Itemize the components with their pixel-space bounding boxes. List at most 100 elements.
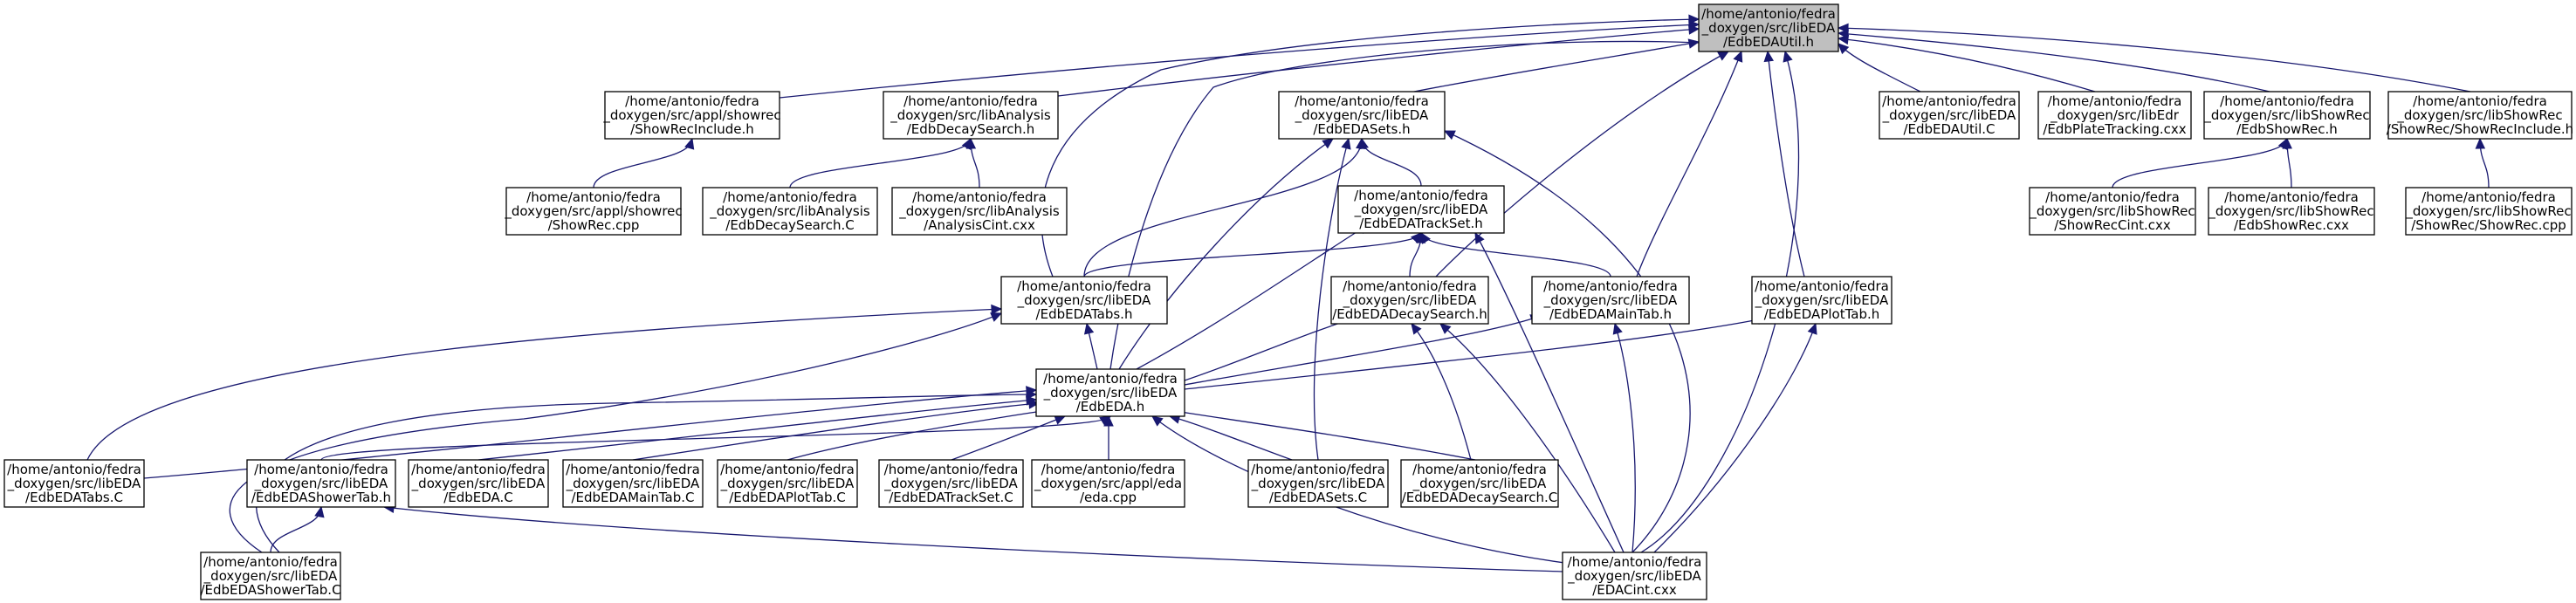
edge-line <box>1474 232 1625 553</box>
node-box <box>2208 187 2375 236</box>
edge-n4-to-n3 <box>789 137 972 188</box>
node-label-line: _doxygen/src/libEDA <box>1251 476 1385 492</box>
node-label-line: /home/antonio/fedra <box>884 462 1019 477</box>
node-label-line: /home/antonio/fedra <box>566 462 700 477</box>
edge-n21-to-n6 <box>1313 137 1351 461</box>
edge-n23-to-n7 <box>1474 231 1625 553</box>
edge-n17-to-n12 <box>632 399 1041 461</box>
edge-n21-to-n12 <box>1168 414 1293 461</box>
edge-arrowhead <box>1028 399 1041 409</box>
file-node[interactable]: /home/antonio/fedra_doxygen/src/libEDA/E… <box>1247 459 1389 508</box>
file-node[interactable]: /home/antonio/fedra_doxygen/src/libEDA/E… <box>562 459 704 508</box>
file-node[interactable]: /home/antonio/fedra_doxygen/src/libEDA/E… <box>1531 276 1690 325</box>
node-label-line: _doxygen/src/libEDA <box>1354 202 1488 218</box>
file-node[interactable]: /home/antonio/fedra_doxygen/src/libShowR… <box>2029 187 2196 236</box>
edge-arrowhead <box>1443 130 1456 140</box>
file-node[interactable]: /home/antonio/fedra_doxygen/src/libAnaly… <box>883 91 1059 140</box>
edge-line <box>1439 323 1616 553</box>
edge-n14-to-n12 <box>320 415 1112 461</box>
file-node[interactable]: /home/antonio/fedra_doxygen/src/libEDA/E… <box>1751 276 1893 325</box>
node-label-line: /home/antonio/fedra <box>723 189 857 205</box>
node-label-line: /ShowRec/ShowRec.cpp <box>2411 217 2566 233</box>
file-node[interactable]: /home/antonio/fedra_doxygen/src/appl/sho… <box>504 187 683 236</box>
node-label-line: _doxygen/src/libEDA <box>411 476 546 492</box>
file-node[interactable]: /home/antonio/fedra_doxygen/src/libEDA/E… <box>1562 552 1707 600</box>
file-node[interactable]: /home/antonio/fedra_doxygen/src/libEDA/E… <box>1400 459 1559 508</box>
file-node[interactable]: /home/antonio/fedra_doxygen/src/libShowR… <box>2203 91 2371 140</box>
node-label-line: _doxygen/src/libEDA <box>1882 107 2016 124</box>
edge-arrowhead <box>1103 415 1114 427</box>
file-node[interactable]: /home/antonio/fedra_doxygen/src/appl/sho… <box>602 91 781 140</box>
file-node[interactable]: /home/antonio/fedra_doxygen/src/libShowR… <box>2387 91 2573 140</box>
node-label-line: /home/antonio/fedra <box>1412 462 1547 477</box>
file-node[interactable]: /home/antonio/fedra_doxygen/src/libEDA/E… <box>1330 276 1489 325</box>
edge-line <box>1136 223 1370 370</box>
file-node[interactable]: /home/antonio/fedra_doxygen/src/libEDA/E… <box>1879 91 2020 140</box>
node-label-line: /home/antonio/fedra <box>1543 278 1678 294</box>
file-node[interactable]: /home/antonio/fedra_doxygen/src/libEDA/E… <box>1035 368 1185 417</box>
edge-line <box>593 138 693 188</box>
node-label-line: /EdbEDA.C <box>443 490 513 505</box>
edge-line <box>1057 28 1700 97</box>
edge-arrowhead <box>1474 231 1485 244</box>
file-node[interactable]: /home/antonio/fedra_doxygen/src/libEdr/E… <box>2037 91 2192 140</box>
edge-n28-to-n26 <box>2282 137 2292 188</box>
node-label-line: /AnalysisCint.cxx <box>924 217 1035 233</box>
node-label-line: /EdbEDATabs.h <box>1036 306 1133 322</box>
file-node[interactable]: /home/antonio/fedra_doxygen/src/libEDA/E… <box>717 459 858 508</box>
edge-n12-to-n8 <box>1083 322 1098 370</box>
node-box <box>408 459 549 508</box>
node-box <box>1698 3 1839 52</box>
node-box <box>883 91 1059 140</box>
node-label-line: /ShowRecInclude.h <box>630 121 754 137</box>
node-label-line: _doxygen/src/libEDA <box>1043 385 1178 401</box>
file-node[interactable]: /home/antonio/fedra_doxygen/src/appl/eda… <box>1031 459 1185 508</box>
node-box <box>200 552 341 600</box>
edge-arrowhead <box>965 137 977 149</box>
edge-layer <box>86 14 2490 572</box>
file-node[interactable]: /home/antonio/fedra_doxygen/src/libShowR… <box>2208 187 2375 236</box>
node-box <box>1000 276 1168 325</box>
node-label-line: /EdbDecaySearch.h <box>907 121 1034 137</box>
node-label-line: /home/antonio/fedra <box>2048 93 2182 109</box>
node-label-line: /home/antonio/fedra <box>1017 278 1151 294</box>
edge-n9-to-n0 <box>1435 51 1730 278</box>
node-label-line: /home/antonio/fedra <box>411 462 546 477</box>
node-label-line: _doxygen/src/libEDA <box>1295 107 1429 124</box>
node-box <box>702 187 878 236</box>
node-label-line: _doxygen/src/libShowRec <box>2208 203 2373 220</box>
file-node[interactable]: /home/antonio/fedra_doxygen/src/libEDA/E… <box>408 459 549 508</box>
edge-arrowhead <box>314 505 325 518</box>
node-label-line: /EdbEDADecaySearch.C <box>1402 490 1557 505</box>
file-node[interactable]: /home/antonio/fedra_doxygen/src/libEDA/E… <box>200 552 341 600</box>
node-box <box>1247 459 1389 508</box>
edge-n12-to-n9 <box>1184 313 1364 381</box>
file-node[interactable]: /home/antonio/fedra_doxygen/src/libAnaly… <box>702 187 878 236</box>
file-node[interactable]: /home/antonio/fedra_doxygen/src/libEDA/E… <box>1278 91 1446 140</box>
file-node[interactable]: /home/antonio/fedra_doxygen/src/libEDA/E… <box>3 459 145 508</box>
edge-line <box>1636 51 1742 278</box>
edge-n12-to-n10 <box>1184 314 1542 386</box>
file-node[interactable]: /home/antonio/fedra_doxygen/src/libAnaly… <box>891 187 1068 236</box>
node-label-line: _doxygen/src/libShowRec <box>2029 203 2195 220</box>
node-label-line: /EdbEDAPlotTab.h <box>1764 306 1880 322</box>
edge-n25-to-n0 <box>1837 34 2096 93</box>
node-box <box>1562 552 1707 600</box>
file-node[interactable]: /home/antonio/fedra_doxygen/src/libEDA/E… <box>246 459 396 508</box>
edge-arrowhead <box>1411 323 1422 335</box>
edge-n23-to-n10 <box>1612 322 1636 553</box>
node-box <box>3 459 145 508</box>
node-label-line: /EdbEDATrackSet.h <box>1359 216 1483 231</box>
edge-n13-to-n8 <box>86 304 1003 461</box>
edge-line <box>1169 415 1293 461</box>
edge-line <box>1614 323 1636 553</box>
file-node[interactable]: /home/antonio/fedra_doxygen/src/libEDA/E… <box>1337 185 1505 234</box>
node-box <box>604 91 780 140</box>
file-node[interactable]: /home/antonio/fedra_doxygen/src/libShowR… <box>2405 187 2573 236</box>
file-node[interactable]: /home/antonio/fedra_doxygen/src/libEDA/E… <box>878 459 1024 508</box>
edge-n3-to-n0 <box>1057 24 1700 97</box>
file-node[interactable]: /home/antonio/fedra_doxygen/src/libEDA/E… <box>1000 276 1168 325</box>
node-label-line: _doxygen/src/appl/eda <box>1034 476 1182 492</box>
node-box <box>2387 91 2573 140</box>
edge-arrowhead <box>1837 23 1849 34</box>
